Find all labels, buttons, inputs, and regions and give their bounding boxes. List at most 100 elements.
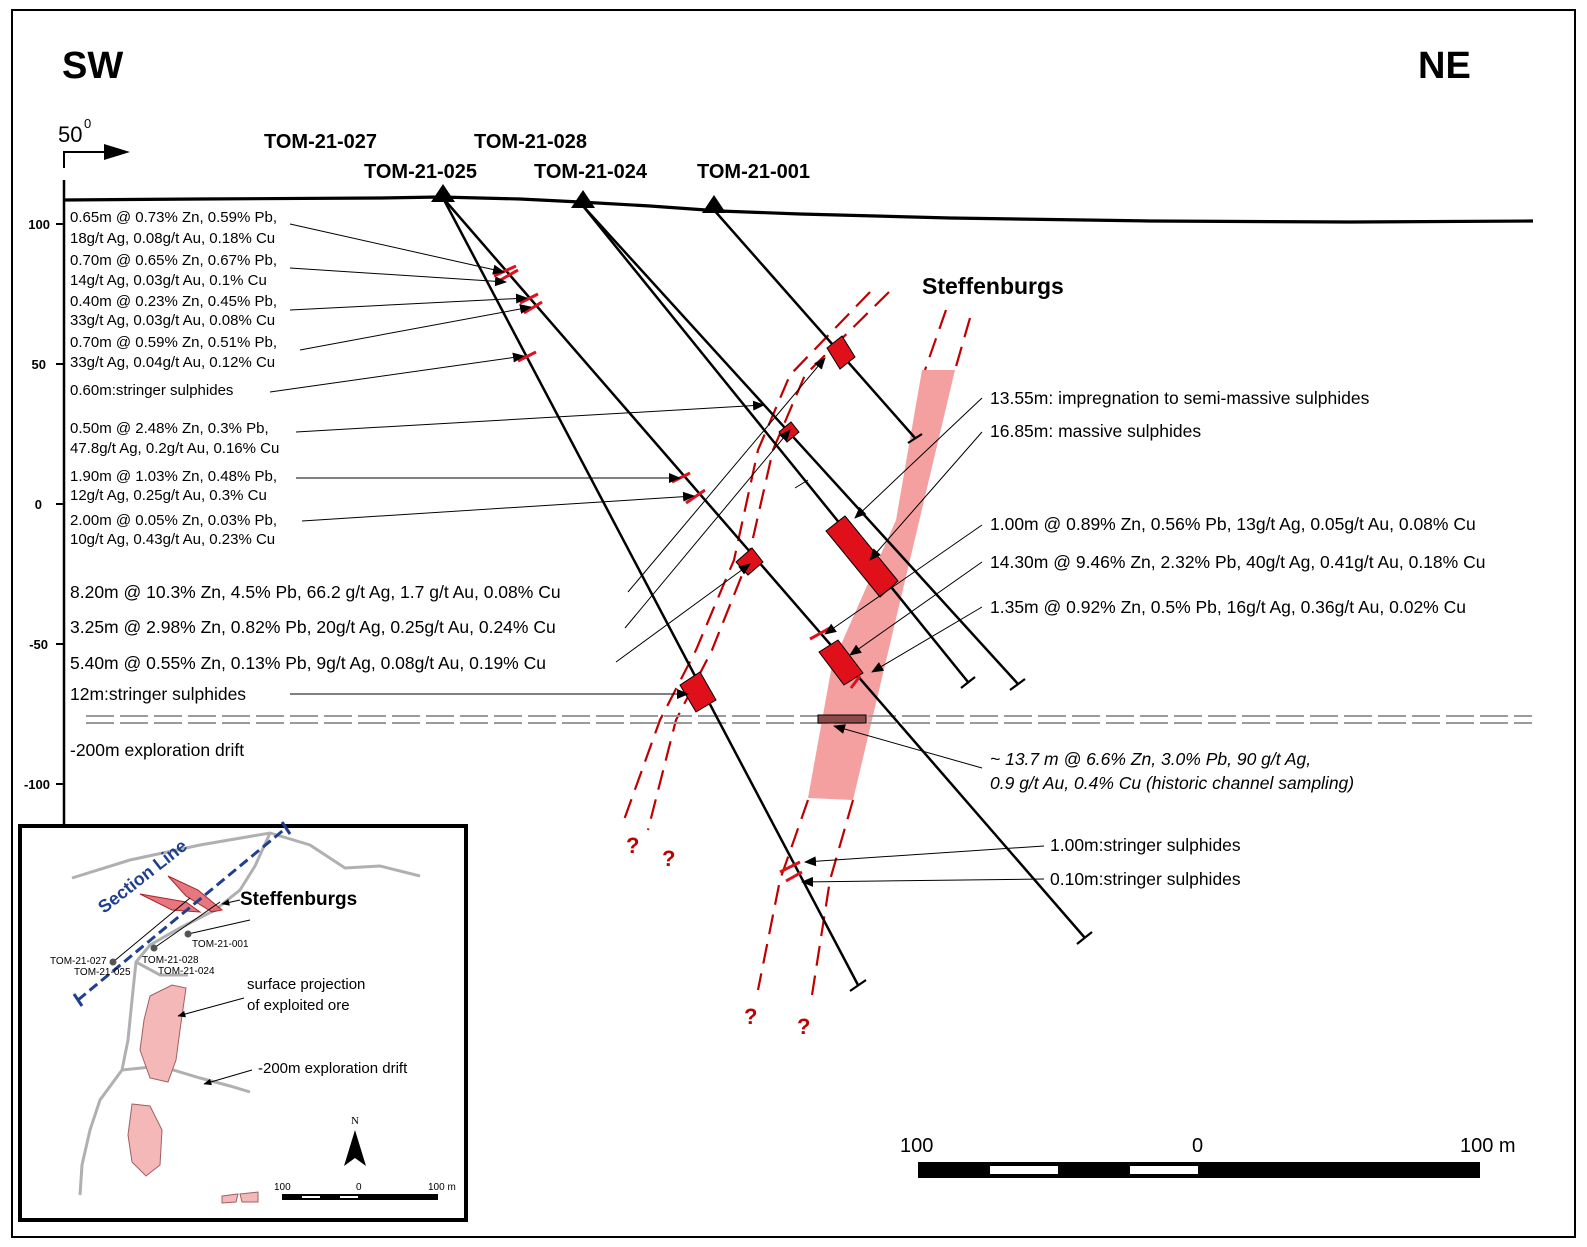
question-mark: ? bbox=[797, 1014, 810, 1039]
inset-zone-lens bbox=[139, 875, 224, 913]
inset-drift-label: -200m exploration drift bbox=[258, 1060, 408, 1077]
hole-label-tom-21-027: TOM-21-027 bbox=[264, 131, 377, 153]
collar-triangle-icon bbox=[702, 195, 726, 213]
intercept-label: 0.70m @ 0.59% Zn, 0.51% Pb, bbox=[70, 334, 277, 351]
scale-label: 0 bbox=[1192, 1135, 1203, 1157]
question-mark: ? bbox=[662, 846, 675, 871]
north-arrow-icon: N bbox=[344, 1115, 366, 1166]
question-mark: ? bbox=[626, 833, 639, 858]
intercept-label: 2.00m @ 0.05% Zn, 0.03% Pb, bbox=[70, 512, 277, 529]
intercepts bbox=[679, 335, 899, 713]
hole-label-tom-21-028: TOM-21-028 bbox=[474, 131, 587, 153]
azimuth-value: 50 bbox=[58, 122, 82, 147]
collar-markers bbox=[431, 184, 726, 213]
intercept-label: 1.90m @ 1.03% Zn, 0.48% Pb, bbox=[70, 468, 277, 485]
question-mark: ? bbox=[744, 1004, 757, 1029]
major-intercept-label: 3.25m @ 2.98% Zn, 0.82% Pb, 20g/t Ag, 0.… bbox=[70, 617, 556, 637]
inset-scale-label: 100 m bbox=[428, 1182, 456, 1193]
exploration-drift bbox=[86, 714, 1532, 724]
intercept-label: 18g/t Ag, 0.08g/t Au, 0.18% Cu bbox=[70, 230, 275, 247]
drillhole-tom-21-025 bbox=[442, 197, 1086, 939]
hole-label-tom-21-025: TOM-21-025 bbox=[364, 161, 477, 183]
right-leader-lines bbox=[801, 397, 1045, 887]
scale-label: 100 bbox=[900, 1135, 933, 1157]
intercept-mark bbox=[679, 671, 717, 713]
left-leader-lines bbox=[269, 223, 826, 699]
hole-end-ticks bbox=[849, 433, 1093, 992]
elevation-tick-label: 50 bbox=[32, 357, 46, 372]
intercept-mark bbox=[825, 515, 899, 598]
scale-bar: 100 0 100 m bbox=[900, 1135, 1516, 1178]
hole-label-tom-21-024: TOM-21-024 bbox=[534, 161, 648, 183]
zone-label: Steffenburgs bbox=[922, 273, 1064, 299]
intercept-label: 12g/t Ag, 0.25g/t Au, 0.3% Cu bbox=[70, 487, 267, 504]
azimuth-indicator: 50 0 bbox=[58, 116, 130, 168]
drift-label: -200m exploration drift bbox=[70, 740, 244, 760]
intercept-label: 16.85m: massive sulphides bbox=[990, 421, 1201, 441]
sw-direction-label: SW bbox=[62, 45, 123, 87]
scale-label: 100 m bbox=[1460, 1135, 1516, 1157]
intercept-label: 0.60m:stringer sulphides bbox=[70, 382, 233, 399]
elevation-tick-label: -50 bbox=[29, 637, 48, 652]
elevation-axis: 100 50 0 -50 -100 bbox=[24, 180, 66, 828]
intercept-label: 0.50m @ 2.48% Zn, 0.3% Pb, bbox=[70, 420, 269, 437]
intercept-label: 0.10m:stringer sulphides bbox=[1050, 869, 1241, 889]
intercept-label: 13.55m: impregnation to semi-massive sul… bbox=[990, 388, 1370, 408]
azimuth-degree: 0 bbox=[84, 116, 91, 131]
drillhole-tom-21-024 bbox=[582, 205, 969, 683]
inset-hole-label: TOM-21-028 bbox=[142, 955, 199, 966]
intercept-mark bbox=[818, 639, 864, 686]
figure-frame bbox=[11, 9, 1576, 1238]
right-intercept-labels: 13.55m: impregnation to semi-massive sul… bbox=[990, 388, 1485, 889]
intercept-label: 10g/t Ag, 0.43g/t Au, 0.23% Cu bbox=[70, 531, 275, 548]
intercept-label: 1.00m @ 0.89% Zn, 0.56% Pb, 13g/t Ag, 0.… bbox=[990, 514, 1476, 534]
inset-collar-icon bbox=[184, 930, 192, 938]
elevation-tick-label: 100 bbox=[28, 217, 50, 232]
inset-ore-label: of exploited ore bbox=[247, 997, 350, 1014]
azimuth-arrow-icon bbox=[104, 144, 130, 160]
inset-hole-label: TOM-21-027 bbox=[50, 956, 107, 967]
collar-triangle-icon bbox=[431, 184, 455, 202]
inset-hole-label: TOM-21-025 bbox=[74, 967, 131, 978]
intercept-label: 33g/t Ag, 0.03g/t Au, 0.08% Cu bbox=[70, 312, 275, 329]
inset-zone-label: Steffenburgs bbox=[240, 889, 357, 910]
inset-ore-projections bbox=[127, 984, 259, 1204]
intercept-label: 14.30m @ 9.46% Zn, 2.32% Pb, 40g/t Ag, 0… bbox=[990, 552, 1485, 572]
north-label: N bbox=[351, 1115, 359, 1127]
left-intercept-labels: 0.65m @ 0.73% Zn, 0.59% Pb, 18g/t Ag, 0.… bbox=[70, 209, 561, 760]
elevation-tick-label: 0 bbox=[35, 497, 42, 512]
drillhole-tom-21-027 bbox=[441, 197, 860, 986]
major-intercept-label: 8.20m @ 10.3% Zn, 4.5% Pb, 66.2 g/t Ag, … bbox=[70, 582, 561, 602]
major-intercept-label: 12m:stringer sulphides bbox=[70, 684, 246, 704]
inset-drill-traces bbox=[112, 897, 251, 963]
inset-collar-icon bbox=[109, 958, 117, 966]
inset-location-map: Section Line TOM-21-027 TOM-21-025 TOM-2… bbox=[18, 821, 468, 1222]
inset-hole-label: TOM-21-024 bbox=[158, 966, 215, 977]
intercept-label: 47.8g/t Ag, 0.2g/t Au, 0.16% Cu bbox=[70, 440, 279, 457]
intercept-label: 0.40m @ 0.23% Zn, 0.45% Pb, bbox=[70, 293, 277, 310]
intercept-label: 1.00m:stringer sulphides bbox=[1050, 835, 1241, 855]
intercept-label: 33g/t Ag, 0.04g/t Au, 0.12% Cu bbox=[70, 354, 275, 371]
inset-scale-label: 100 bbox=[274, 1182, 291, 1193]
elevation-tick-label: -100 bbox=[24, 777, 50, 792]
inset-scale-label: 0 bbox=[356, 1182, 362, 1193]
historic-label: ~ 13.7 m @ 6.6% Zn, 3.0% Pb, 90 g/t Ag, bbox=[990, 749, 1311, 769]
major-intercept-label: 5.40m @ 0.55% Zn, 0.13% Pb, 9g/t Ag, 0.0… bbox=[70, 653, 546, 673]
intercept-label: 1.35m @ 0.92% Zn, 0.5% Pb, 16g/t Ag, 0.3… bbox=[990, 597, 1466, 617]
drill-holes bbox=[441, 197, 1086, 986]
uncertain-markers: ? ? ? ? bbox=[626, 833, 810, 1039]
intercept-label: 14g/t Ag, 0.03g/t Au, 0.1% Cu bbox=[70, 272, 267, 289]
collar-triangle-icon bbox=[571, 190, 595, 208]
intercept-label: 0.70m @ 0.65% Zn, 0.67% Pb, bbox=[70, 252, 277, 269]
drillhole-tom-21-028 bbox=[582, 205, 1019, 685]
historic-label: 0.9 g/t Au, 0.4% Cu (historic channel sa… bbox=[990, 773, 1354, 793]
inset-ore-label: surface projection bbox=[247, 976, 365, 993]
inset-collar-icon bbox=[150, 944, 158, 952]
ne-direction-label: NE bbox=[1418, 45, 1471, 87]
drillhole-tom-21-001 bbox=[713, 209, 916, 439]
topography-line bbox=[63, 195, 1534, 224]
hole-label-tom-21-001: TOM-21-001 bbox=[697, 161, 810, 183]
intercept-label: 0.65m @ 0.73% Zn, 0.59% Pb, bbox=[70, 209, 277, 226]
inset-hole-label: TOM-21-001 bbox=[192, 939, 249, 950]
